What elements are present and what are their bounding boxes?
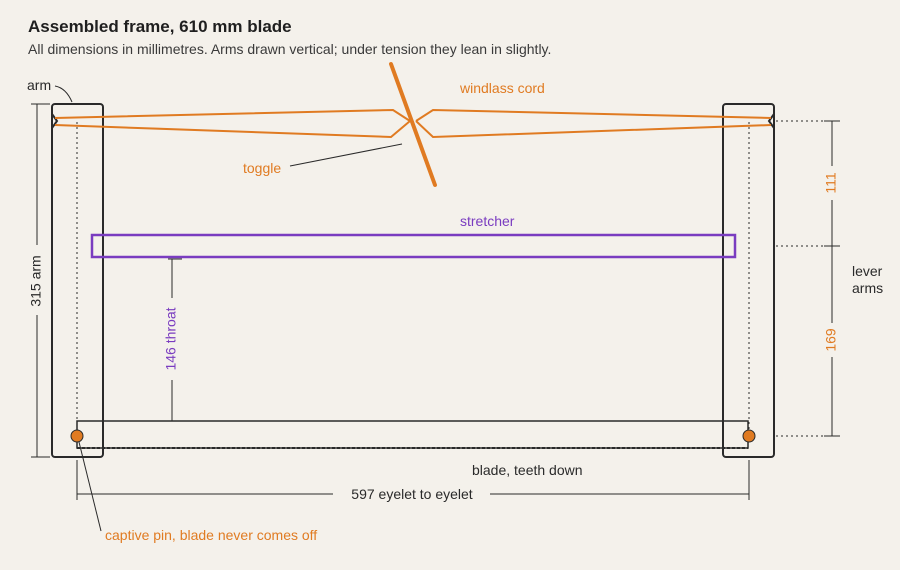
- toggle-label: toggle: [243, 160, 281, 176]
- arm-label: arm: [27, 77, 51, 93]
- arm-length-label: 315 arm: [28, 255, 44, 306]
- diagram-title: Assembled frame, 610 mm blade: [28, 17, 292, 36]
- lever-arms-label-line2: arms: [852, 280, 883, 296]
- throat-label: 146 throat: [163, 307, 179, 370]
- right-captive-pin: [742, 429, 756, 443]
- windlass-cord: [54, 108, 772, 139]
- lever-arms-label-line1: lever: [852, 263, 883, 279]
- eyelet-span-label: 597 eyelet to eyelet: [351, 486, 473, 502]
- upper-lever-label: 111: [823, 172, 839, 193]
- toggle-stick: [389, 62, 437, 187]
- right-cord-notch: [767, 113, 775, 129]
- captive-pin-label: captive pin, blade never comes off: [105, 527, 317, 543]
- arm-leader: [54, 85, 73, 103]
- captive-pin-leader: [78, 441, 102, 532]
- toggle-leader: [289, 143, 403, 167]
- right-arm: [722, 103, 775, 458]
- stretcher-label: stretcher: [460, 213, 515, 229]
- lower-lever-label: 169: [823, 328, 839, 352]
- left-arm: [51, 103, 104, 458]
- stretcher-bar: [90, 233, 737, 259]
- left-cord-notch: [51, 113, 59, 129]
- diagram-subtitle: All dimensions in millimetres. Arms draw…: [28, 41, 551, 57]
- blade: [76, 420, 749, 449]
- left-captive-pin: [70, 429, 84, 443]
- blade-label: blade, teeth down: [472, 462, 583, 478]
- windlass-cord-label: windlass cord: [459, 80, 545, 96]
